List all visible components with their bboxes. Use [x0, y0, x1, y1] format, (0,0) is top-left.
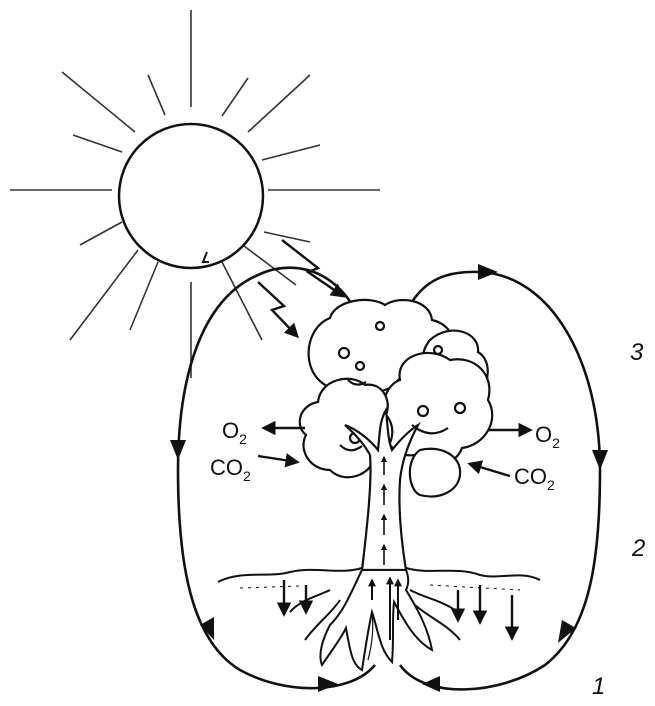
co2-left-label: CO2 [210, 455, 251, 484]
o2-left-label: O2 [222, 418, 247, 447]
marker-1: 1 [592, 673, 605, 700]
marker-2: 2 [631, 535, 645, 562]
co2-right-label: CO2 [514, 464, 555, 493]
marker-3: 3 [630, 339, 644, 366]
tree-roots [290, 570, 460, 670]
tree-trunk [345, 410, 418, 570]
o2-right-label: O2 [535, 422, 560, 451]
